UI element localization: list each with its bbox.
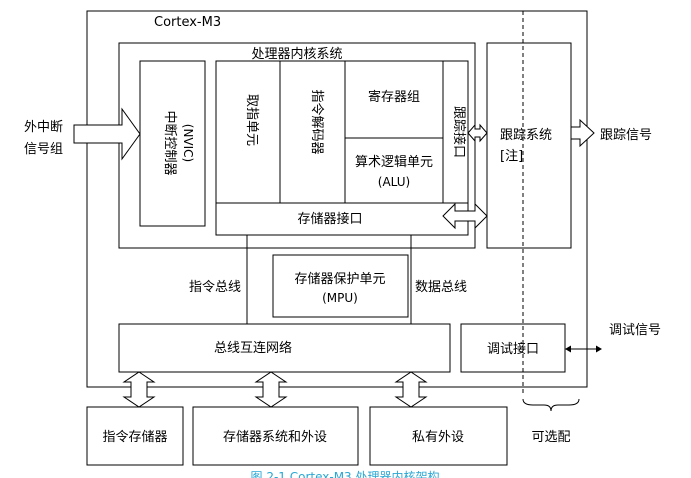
optional-brace bbox=[522, 398, 580, 412]
alu-en-label: (ALU) bbox=[378, 175, 410, 189]
bus-matrix-box bbox=[118, 323, 451, 373]
nvic-cn-label: 中断控制器 bbox=[162, 110, 177, 175]
fetch-unit-label: 取指单元 bbox=[244, 94, 259, 146]
private-peripherals-label: 私有外设 bbox=[412, 430, 464, 445]
ext-interrupt-label-2: 信号组 bbox=[24, 142, 63, 157]
alu-cn-label: 算术逻辑单元 bbox=[355, 155, 433, 170]
nvic-en-label: (NVIC) bbox=[181, 124, 195, 162]
trace-signal-label: 跟踪信号 bbox=[600, 128, 652, 143]
decoder-label: 指令解码器 bbox=[309, 89, 324, 154]
cortex-m3-box bbox=[86, 10, 588, 388]
instruction-bus-label: 指令总线 bbox=[189, 280, 241, 295]
bus-matrix-label: 总线互连网络 bbox=[214, 340, 292, 356]
data-bus-label: 数据总线 bbox=[415, 280, 467, 295]
register-bank-label: 寄存器组 bbox=[368, 89, 420, 105]
cortex-m3-label: Cortex-M3 bbox=[154, 15, 221, 30]
mpu-en-label: (MPU) bbox=[322, 291, 358, 305]
core-system-box bbox=[118, 42, 476, 249]
instruction-memory-box bbox=[86, 406, 184, 466]
memory-trace-arrow bbox=[442, 202, 488, 230]
trace-note-label: [注] bbox=[500, 149, 523, 164]
debug-arrowhead-right bbox=[596, 345, 602, 353]
instruction-memory-label: 指令存储器 bbox=[102, 430, 167, 445]
nvic-box bbox=[139, 60, 206, 227]
mpu-box bbox=[272, 254, 409, 318]
interrupt-input-arrow bbox=[73, 107, 141, 161]
trace-output-arrow bbox=[570, 118, 595, 148]
trace-link-arrow bbox=[467, 123, 488, 143]
inner-core-box bbox=[215, 60, 469, 236]
ext-interrupt-label-1: 外中断 bbox=[24, 120, 63, 135]
private-peripherals-box bbox=[369, 406, 508, 466]
debug-arrowhead-left bbox=[565, 345, 571, 353]
figure-caption: 图 2-1 Cortex-M3 处理器内核架构 bbox=[251, 469, 440, 478]
memory-peripherals-label: 存储器系统和外设 bbox=[223, 430, 327, 445]
mpu-cn-label: 存储器保护单元 bbox=[294, 272, 385, 287]
bus-to-instr-memory-arrow bbox=[122, 371, 156, 408]
optional-label: 可选配 bbox=[531, 430, 570, 445]
debug-interface-label: 调试接口 bbox=[487, 341, 539, 357]
memory-peripherals-box bbox=[192, 406, 359, 466]
trace-system-box bbox=[486, 42, 572, 249]
debug-signal-label: 调试信号 bbox=[609, 323, 661, 338]
bus-to-memory-system-arrow bbox=[254, 371, 288, 408]
core-system-label: 处理器内核系统 bbox=[251, 46, 342, 62]
debug-interface-box bbox=[460, 323, 566, 373]
memory-interface-label: 存储器接口 bbox=[297, 211, 362, 227]
bus-to-private-periph-arrow bbox=[394, 371, 428, 408]
trace-interface-label: 跟踪接口 bbox=[451, 106, 467, 158]
trace-system-label: 跟踪系统 bbox=[500, 128, 552, 143]
